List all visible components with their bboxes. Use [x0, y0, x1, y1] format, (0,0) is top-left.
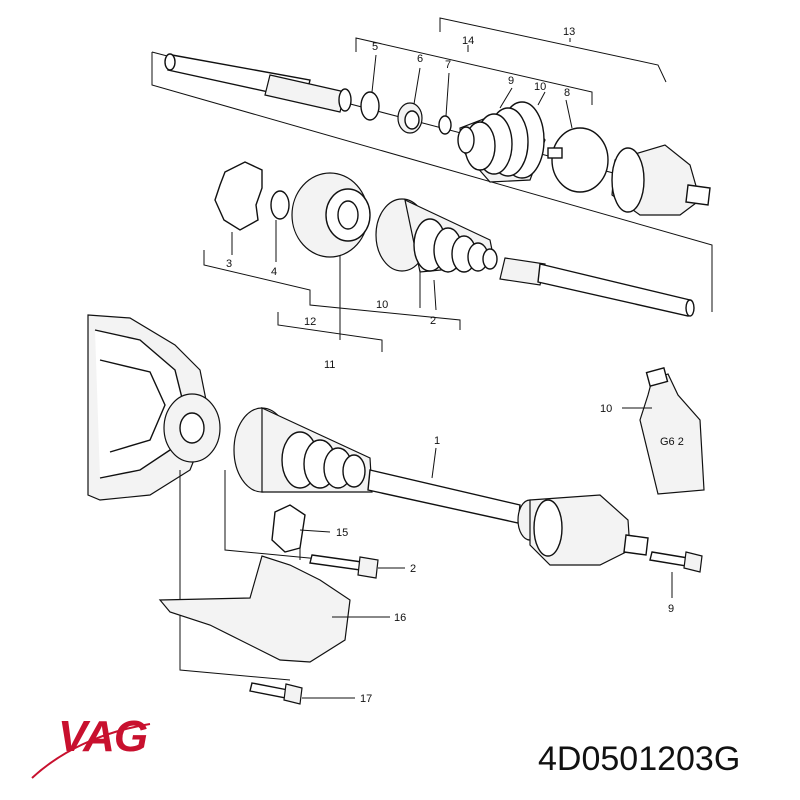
bolt-part-9	[649, 551, 703, 573]
label-10-middle: 10	[376, 299, 388, 311]
drive-shaft-assembly-1	[233, 407, 649, 566]
label-17: 17	[360, 693, 372, 705]
outer-cv-joint-13	[611, 144, 711, 216]
label-3: 3	[226, 258, 232, 270]
grease-tube-part-10: G6 2	[639, 367, 705, 495]
label-14: 14	[462, 35, 474, 47]
label-6: 6	[417, 53, 423, 65]
label-16: 16	[394, 612, 406, 624]
bolt-part-17	[249, 682, 303, 705]
circlip-part-5	[360, 91, 380, 121]
upper-axle-shaft	[164, 53, 352, 113]
label-2-lower: 2	[410, 563, 416, 575]
bracket-part-15	[271, 504, 306, 553]
transmission-flange	[163, 393, 221, 463]
label-10-upper: 10	[534, 81, 546, 93]
inner-cv-joint-12	[291, 172, 371, 258]
label-10-tube: 10	[600, 403, 612, 415]
label-2-middle: 2	[430, 315, 436, 327]
boot-part-9-upper	[457, 101, 546, 183]
clamp-part-8	[547, 127, 609, 193]
label-4: 4	[271, 266, 277, 278]
part-labels: 13 14 5 6 7 9 10 8 3 4 10 2 12 11 10 1 1…	[226, 26, 674, 705]
brand-swoosh	[31, 723, 151, 779]
label-13: 13	[563, 26, 575, 38]
tube-text: G6 2	[660, 436, 684, 448]
label-12: 12	[304, 316, 316, 328]
label-5: 5	[372, 41, 378, 53]
boot-part-2	[375, 198, 498, 273]
label-11: 11	[324, 359, 335, 371]
label-15: 15	[336, 527, 348, 539]
bolt-part-2	[309, 554, 379, 579]
label-9-lower: 9	[668, 603, 674, 615]
label-9-upper: 9	[508, 75, 514, 87]
gasket-part-3	[214, 161, 263, 231]
label-7: 7	[445, 59, 451, 71]
leader-lines	[231, 54, 673, 699]
label-8: 8	[564, 87, 570, 99]
label-1: 1	[434, 435, 440, 447]
ring-part-7	[438, 115, 452, 135]
heat-shield-part-16	[158, 555, 351, 663]
spacer-part-6	[397, 102, 423, 134]
part-number: 4D0501203G	[538, 740, 741, 778]
circlip-part-4	[270, 190, 290, 220]
brand-logo-text: VAG	[58, 712, 148, 761]
middle-axle-shaft	[499, 257, 695, 317]
